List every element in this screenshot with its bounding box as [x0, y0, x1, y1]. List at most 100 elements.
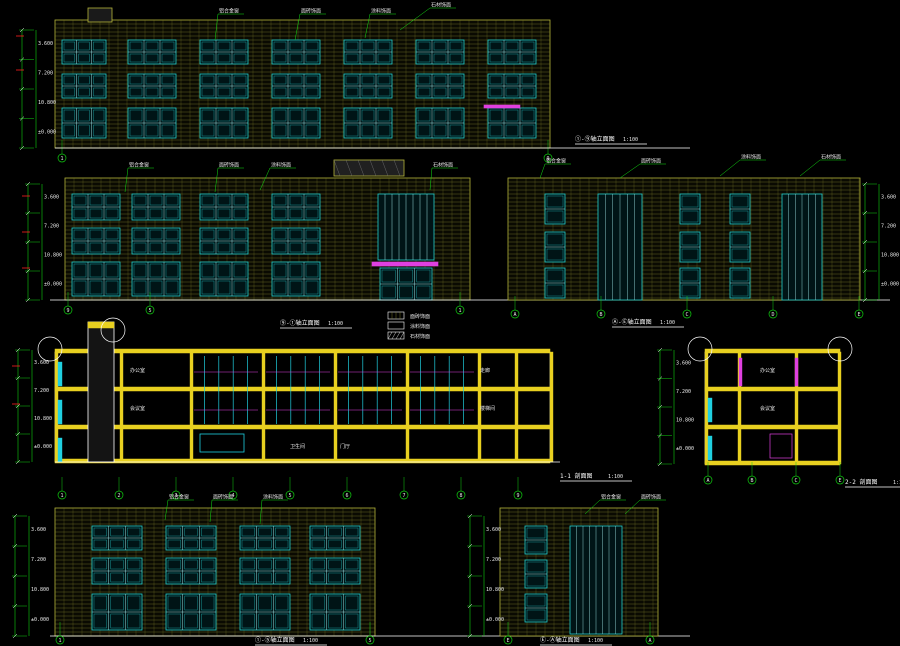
window-bay[interactable]: [127, 107, 177, 139]
window-pane: [217, 242, 231, 253]
window-bay[interactable]: [61, 39, 107, 65]
window-bay[interactable]: [679, 193, 701, 225]
window-pane: [521, 75, 535, 85]
window-bay[interactable]: [487, 107, 537, 139]
window-bay[interactable]: [127, 39, 177, 65]
window-bay[interactable]: [199, 261, 249, 297]
window-pane: [89, 280, 103, 295]
window-pane: [241, 572, 255, 583]
axis-label: 1: [459, 308, 462, 314]
window-bay[interactable]: [71, 227, 121, 255]
window-bay[interactable]: [131, 227, 181, 255]
window-bay[interactable]: [61, 107, 107, 139]
window-bay[interactable]: [127, 73, 177, 99]
window-pane: [149, 208, 163, 219]
window-bay[interactable]: [165, 557, 217, 585]
window-bay[interactable]: [415, 39, 465, 65]
window-pane: [149, 280, 163, 295]
dimension-slash: [467, 543, 473, 549]
window-bay[interactable]: [199, 39, 249, 65]
window-pane: [78, 75, 90, 85]
window-bay[interactable]: [199, 193, 249, 221]
level-label: 10.800: [44, 253, 62, 259]
axis-label: 9: [547, 156, 550, 162]
window-bay[interactable]: [271, 39, 321, 65]
window-bay[interactable]: [544, 193, 566, 225]
window-pane: [345, 572, 359, 583]
window-bay[interactable]: [239, 593, 291, 631]
window-pane: [129, 75, 143, 85]
window-bay[interactable]: [165, 593, 217, 631]
window-bay[interactable]: [343, 73, 393, 99]
window-bay[interactable]: [379, 267, 433, 301]
window-bay[interactable]: [343, 39, 393, 65]
window-pane: [417, 75, 431, 85]
legend-hatch-line: [387, 331, 393, 340]
window-bay[interactable]: [524, 525, 548, 555]
window-pane: [345, 87, 359, 97]
window-pane: [145, 109, 159, 122]
leader-text: 铝合金窗: [169, 494, 189, 501]
window-pane: [449, 75, 463, 85]
window-pane: [361, 75, 375, 85]
wall-column: [794, 351, 799, 465]
window-pane: [184, 572, 198, 583]
window-bay[interactable]: [415, 73, 465, 99]
window-bay[interactable]: [239, 525, 291, 551]
axis-label: 2: [118, 493, 121, 499]
legend-hatch-line: [395, 331, 401, 340]
window-bay[interactable]: [91, 557, 143, 585]
window-bay[interactable]: [271, 73, 321, 99]
window-bay[interactable]: [415, 107, 465, 139]
window-bay[interactable]: [729, 267, 751, 299]
window-bay[interactable]: [61, 73, 107, 99]
window-bay[interactable]: [487, 39, 537, 65]
window-bay[interactable]: [524, 593, 548, 623]
level-label: 3.600: [34, 360, 49, 366]
window-pane: [505, 75, 519, 85]
window-pane: [433, 75, 447, 85]
window-pane: [681, 248, 699, 261]
window-bay[interactable]: [271, 107, 321, 139]
window-pane: [105, 229, 119, 240]
window-bay[interactable]: [679, 231, 701, 263]
window-bay[interactable]: [524, 559, 548, 589]
window-bay[interactable]: [729, 193, 751, 225]
window-bay[interactable]: [199, 73, 249, 99]
window-bay[interactable]: [544, 267, 566, 299]
window-bay[interactable]: [71, 193, 121, 221]
window-bay[interactable]: [239, 557, 291, 585]
window-bay[interactable]: [309, 525, 361, 551]
drawing-scale-text: 1:100: [660, 320, 675, 326]
window-column: [487, 39, 537, 139]
window-bay[interactable]: [309, 557, 361, 585]
window-bay[interactable]: [91, 593, 143, 631]
window-bay[interactable]: [271, 261, 321, 297]
window-bay[interactable]: [487, 73, 537, 99]
window-bay[interactable]: [131, 193, 181, 221]
window-bay[interactable]: [343, 107, 393, 139]
window-bay[interactable]: [199, 227, 249, 255]
window-bay[interactable]: [165, 525, 217, 551]
window-bay[interactable]: [729, 231, 751, 263]
window-pane: [233, 208, 247, 219]
window-bay[interactable]: [679, 267, 701, 299]
window-bay[interactable]: [309, 593, 361, 631]
window-bay[interactable]: [91, 525, 143, 551]
window-bay[interactable]: [271, 193, 321, 221]
window-bay[interactable]: [71, 261, 121, 297]
window-bay[interactable]: [271, 227, 321, 255]
window-pane: [305, 208, 319, 219]
window-bay[interactable]: [131, 261, 181, 297]
window-bay[interactable]: [544, 231, 566, 263]
window-pane: [165, 242, 179, 253]
window-pane: [258, 613, 272, 629]
room-label: 办公室: [760, 367, 775, 374]
window-bay[interactable]: [199, 107, 249, 139]
window-pane: [127, 595, 141, 611]
annotation-leader: 石材饰面: [799, 154, 846, 177]
section-1-1[interactable]: 办公室会议室走廊楼梯间卫生间门厅: [54, 321, 554, 464]
